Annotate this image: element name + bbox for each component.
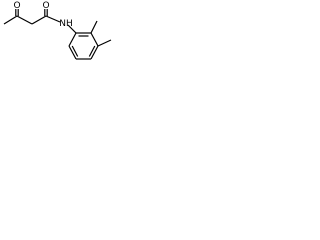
bond-carbonyl-methylene bbox=[16, 15, 33, 25]
amide-nh-label: NH bbox=[59, 19, 73, 29]
bond-meta-methyl bbox=[97, 39, 112, 47]
bond-amide-carbon-nitrogen bbox=[45, 15, 61, 23]
bond-methyl-carbonyl bbox=[3, 15, 18, 25]
bond-nitrogen-ring bbox=[67, 24, 77, 34]
structure-diagram: O O NH bbox=[3, 1, 112, 60]
ring-bond-6 bbox=[68, 32, 77, 47]
ring-double-left-lower bbox=[71, 45, 79, 57]
ring-bond-2 bbox=[90, 32, 99, 47]
ring-bond-3 bbox=[90, 45, 99, 60]
ring-bond-5 bbox=[68, 45, 77, 60]
bond-methylene-amide-carbon bbox=[31, 15, 47, 25]
ring-double-right-lower bbox=[88, 45, 96, 57]
bond-ortho-methyl bbox=[90, 20, 98, 34]
amide-oxygen-label: O bbox=[42, 1, 49, 11]
ketone-oxygen-label: O bbox=[13, 1, 20, 11]
